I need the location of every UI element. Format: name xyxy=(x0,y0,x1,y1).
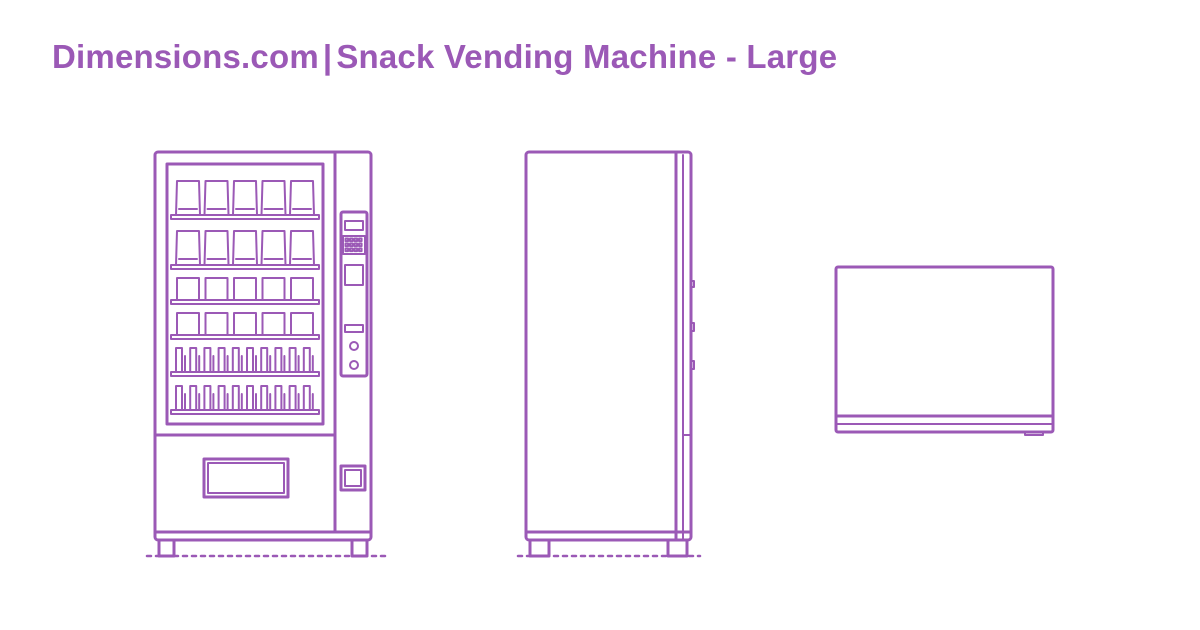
side-left-foot xyxy=(528,538,551,558)
brand-name: Dimensions.com xyxy=(52,38,319,75)
side-view xyxy=(516,150,702,558)
keypad-key xyxy=(353,237,359,243)
lock xyxy=(690,322,695,332)
snack-bar xyxy=(288,385,297,411)
delivery-flap xyxy=(202,457,290,499)
snack-bag xyxy=(203,180,230,216)
keypad-key xyxy=(349,242,354,248)
shelf xyxy=(170,264,320,270)
coin-slot xyxy=(344,324,364,333)
snack-bag xyxy=(175,180,201,216)
snack-bar xyxy=(274,385,283,411)
front-right-foot xyxy=(350,538,369,558)
snack-box xyxy=(261,277,286,301)
drawing-title: Snack Vending Machine - Large xyxy=(336,38,838,75)
snack-bar xyxy=(231,385,240,411)
title-separator: | xyxy=(322,38,333,75)
coin-return-button xyxy=(349,341,359,351)
snack-box xyxy=(261,312,286,336)
snack-bag xyxy=(260,230,287,266)
keypad xyxy=(342,235,366,255)
snack-box xyxy=(204,277,229,301)
top-view xyxy=(834,265,1055,436)
snack-bar xyxy=(203,347,212,373)
snack-box xyxy=(233,277,257,301)
snack-bar xyxy=(246,385,254,411)
hinge-top xyxy=(690,280,695,288)
keypad-key xyxy=(344,242,350,248)
display-screen xyxy=(344,220,364,231)
snack-bar xyxy=(231,347,240,373)
keypad-key xyxy=(344,247,350,253)
product-shelves xyxy=(170,180,320,415)
snack-bar xyxy=(260,347,269,373)
snack-box xyxy=(204,312,229,336)
keypad-key xyxy=(358,247,363,253)
snack-bar xyxy=(302,347,311,373)
side-right-foot xyxy=(666,538,689,558)
snack-box xyxy=(233,312,257,336)
snack-bar xyxy=(246,347,254,373)
snack-bag xyxy=(232,180,258,216)
shelf xyxy=(170,214,320,220)
snack-box xyxy=(176,312,200,336)
front-left-foot xyxy=(157,538,176,558)
snack-bar xyxy=(175,347,183,373)
keypad-key xyxy=(358,237,363,243)
keypad-keys xyxy=(344,237,363,253)
front-view xyxy=(145,150,389,558)
select-button xyxy=(349,360,359,370)
top-handle xyxy=(1024,431,1044,436)
page-title: Dimensions.com|Snack Vending Machine - L… xyxy=(52,38,837,76)
snack-bar xyxy=(175,385,183,411)
side-cabinet-outline xyxy=(524,150,693,542)
keypad-key xyxy=(349,237,354,243)
bill-acceptor xyxy=(344,264,364,286)
cabinet-outline xyxy=(153,150,373,542)
snack-bag xyxy=(175,230,201,266)
snack-bag xyxy=(203,230,230,266)
keypad-key xyxy=(358,242,363,248)
keypad-key xyxy=(349,247,354,253)
snack-bar xyxy=(203,385,212,411)
snack-bar xyxy=(274,347,283,373)
snack-bar xyxy=(217,385,226,411)
control-panel xyxy=(339,210,369,378)
snack-bar xyxy=(288,347,297,373)
snack-box xyxy=(176,277,200,301)
coin-return-cup xyxy=(339,464,367,492)
snack-bar xyxy=(260,385,269,411)
snack-bag xyxy=(289,230,315,266)
snack-box xyxy=(290,277,314,301)
glass-window xyxy=(165,162,325,426)
snack-bar xyxy=(217,347,226,373)
snack-bar xyxy=(302,385,311,411)
keypad-key xyxy=(344,237,350,243)
keypad-key xyxy=(353,247,359,253)
keypad-key xyxy=(353,242,359,248)
shelf xyxy=(170,371,320,377)
shelf xyxy=(170,409,320,415)
snack-bag xyxy=(260,180,287,216)
snack-bag xyxy=(232,230,258,266)
snack-bar xyxy=(189,385,198,411)
coin-return-cup-inner xyxy=(344,469,362,487)
delivery-flap-inner xyxy=(207,462,285,494)
snack-bar xyxy=(189,347,198,373)
hinge-middle xyxy=(690,360,695,370)
snack-box xyxy=(290,312,314,336)
top-cabinet-outline xyxy=(834,265,1055,434)
snack-bag xyxy=(289,180,315,216)
